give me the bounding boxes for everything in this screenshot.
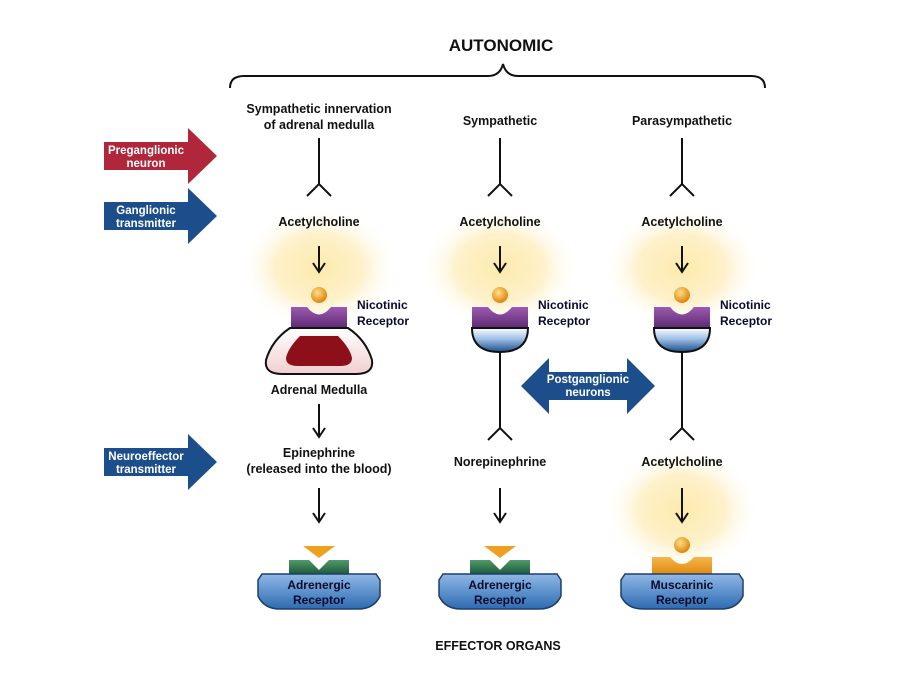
parasympathetic-header: Parasympathetic — [632, 114, 732, 128]
parasympathetic-postganglionic-axon — [669, 352, 695, 441]
postganglionic-neurons-arrow: Postganglionic neurons — [521, 358, 655, 414]
ganglionic-label-line1: Ganglionic — [116, 205, 176, 217]
postganglionic-label-line1: Postganglionic — [547, 374, 630, 386]
preganglionic-label-line2: neuron — [127, 158, 166, 170]
postganglionic-label-line2: neurons — [565, 387, 610, 399]
parasympathetic-ganglionic-transmitter: Acetylcholine — [641, 215, 722, 229]
adrenal-medulla-core — [286, 336, 352, 366]
sympathetic-effector-receptor-line2: Receptor — [474, 593, 526, 607]
parasympathetic-nicotinic-receptor — [654, 307, 710, 328]
sympathetic-receptor-line2: Receptor — [538, 314, 590, 328]
adrenal-down-arrow-2 — [312, 404, 326, 439]
adrenal-receptor-line1: Nicotinic — [357, 298, 408, 312]
parasympathetic-down-arrow-1 — [675, 246, 689, 274]
sympathetic-nicotinic-receptor — [472, 307, 528, 328]
adrenal-effector-receptor-line2: Receptor — [293, 593, 345, 607]
adrenal-epinephrine-ligand — [303, 546, 335, 558]
parasympathetic-effector-organ — [620, 573, 744, 610]
adrenal-header-line1: Sympathetic innervation — [246, 102, 391, 116]
parasympathetic-receptor-line2: Receptor — [720, 314, 772, 328]
sympathetic-receptor-line1: Nicotinic — [538, 298, 589, 312]
parasympathetic-effector-transmitter: Acetylcholine — [641, 455, 722, 469]
parasympathetic-effector-acetylcholine-ligand — [674, 537, 690, 553]
adrenal-medulla-label: Adrenal Medulla — [271, 383, 369, 397]
sympathetic-effector-transmitter: Norepinephrine — [454, 455, 546, 469]
parasympathetic-preganglionic-axon — [669, 138, 695, 197]
ganglionic-transmitter-arrow: Ganglionic transmitter — [104, 188, 217, 244]
adrenal-adrenergic-receptor — [289, 560, 349, 574]
adrenal-header-line2: of adrenal medulla — [264, 118, 375, 132]
neuroeffector-label-line2: transmitter — [116, 464, 177, 476]
parasympathetic-acetylcholine-ligand — [674, 287, 690, 303]
adrenal-ganglionic-transmitter: Acetylcholine — [278, 215, 359, 229]
autonomic-brace — [229, 63, 766, 89]
sympathetic-adrenergic-receptor — [470, 560, 530, 574]
parasympathetic-effector-receptor-line2: Receptor — [656, 593, 708, 607]
parasympathetic-effector-receptor-line1: Muscarinic — [651, 578, 714, 592]
sympathetic-acetylcholine-ligand — [492, 287, 508, 303]
adrenal-effector-transmitter-line1: Epinephrine — [283, 446, 355, 460]
effector-organs-label: EFFECTOR ORGANS — [435, 639, 560, 653]
sympathetic-postganglionic-axon — [487, 352, 513, 441]
preganglionic-label-line1: Preganglionic — [108, 145, 185, 157]
sympathetic-header: Sympathetic — [463, 114, 537, 128]
diagram-title: AUTONOMIC — [449, 36, 554, 55]
parasympathetic-muscarinic-receptor — [652, 557, 712, 574]
adrenal-preganglionic-axon — [306, 138, 332, 197]
adrenal-nicotinic-receptor — [291, 307, 347, 328]
adrenal-effector-transmitter-line2: (released into the blood) — [246, 462, 391, 476]
parasympathetic-receptor-line1: Nicotinic — [720, 298, 771, 312]
sympathetic-effector-organ — [438, 573, 562, 610]
adrenal-receptor-line2: Receptor — [357, 314, 409, 328]
sympathetic-preganglionic-axon — [487, 138, 513, 197]
adrenal-effector-receptor-line1: Adrenergic — [287, 578, 351, 592]
sympathetic-ganglionic-transmitter: Acetylcholine — [459, 215, 540, 229]
parasympathetic-down-arrow-2 — [675, 488, 689, 524]
sympathetic-effector-receptor-line1: Adrenergic — [468, 578, 532, 592]
parasympathetic-ganglion-cell — [652, 327, 712, 354]
ganglionic-label-line2: transmitter — [116, 218, 177, 230]
adrenal-acetylcholine-ligand — [311, 287, 327, 303]
sympathetic-norepinephrine-ligand — [484, 546, 516, 558]
adrenal-effector-organ — [257, 573, 381, 610]
preganglionic-neuron-arrow: Preganglionic neuron — [104, 128, 217, 184]
sympathetic-down-arrow-1 — [493, 246, 507, 274]
neuroeffector-transmitter-arrow: Neuroeffector transmitter — [104, 434, 217, 490]
sympathetic-down-arrow-2 — [493, 488, 507, 524]
neuroeffector-label-line1: Neuroeffector — [108, 451, 184, 463]
adrenal-down-arrow-3 — [312, 488, 326, 524]
adrenal-down-arrow-1 — [312, 246, 326, 274]
sympathetic-ganglion-cell — [470, 327, 530, 354]
